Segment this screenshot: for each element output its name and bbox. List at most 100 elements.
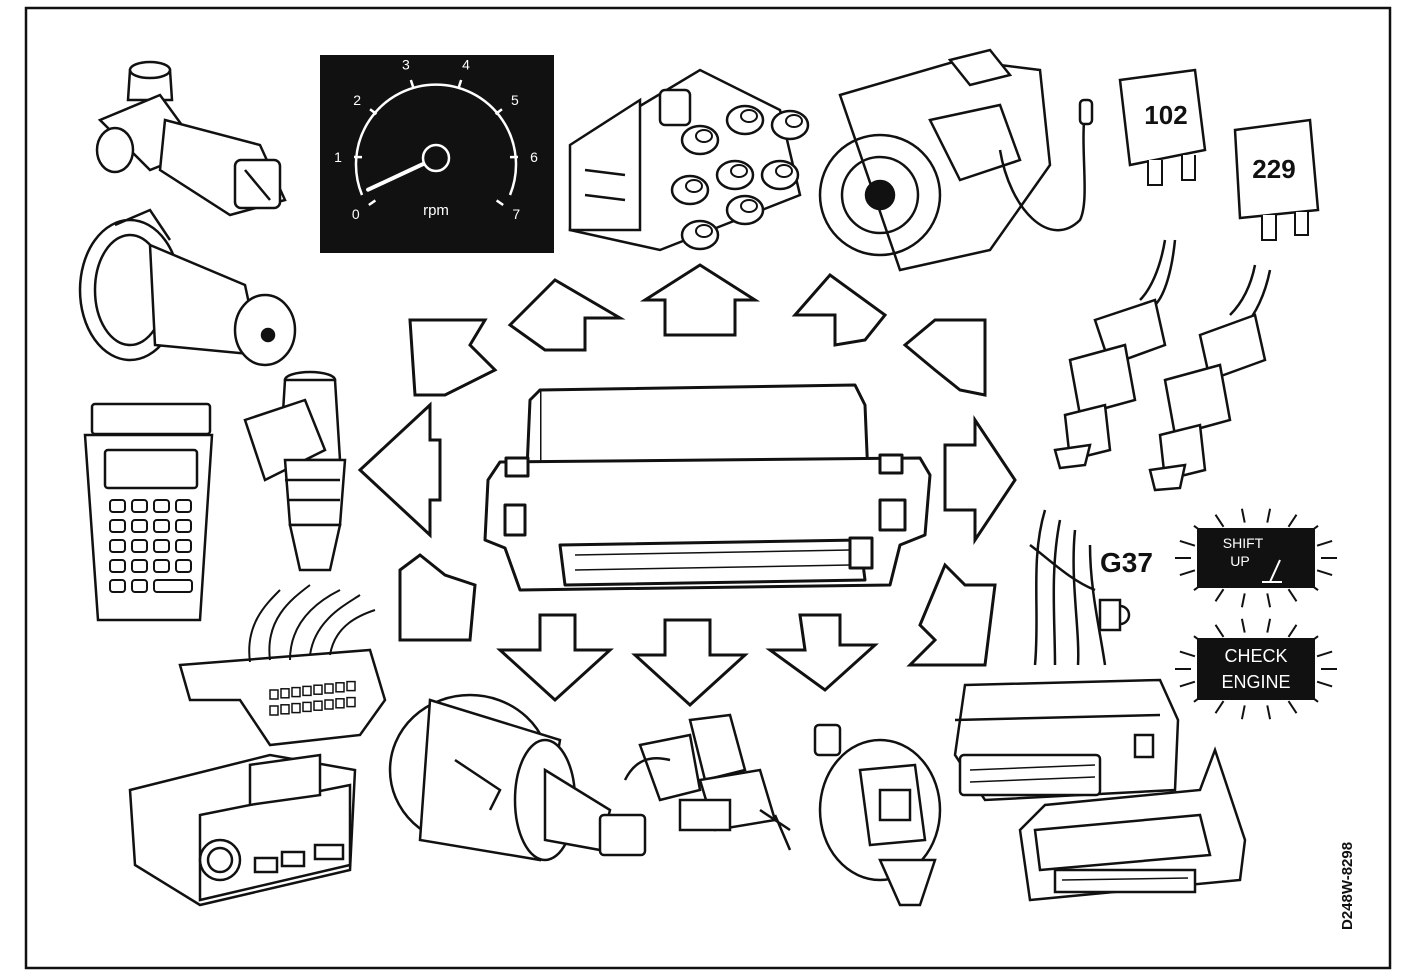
scan-tool-key (153, 519, 170, 533)
scan-tool-key (175, 539, 192, 553)
coil-tower-terminal (695, 129, 713, 143)
idle-air-control-valve (95, 60, 287, 217)
ignition-coil-pack (568, 68, 810, 252)
tachometer-tick-mark (368, 199, 377, 207)
figure-code: D248W-8298 (1339, 842, 1356, 930)
lamp-ray (1240, 593, 1246, 608)
tachometer-tick-mark (494, 108, 503, 116)
lamp-ray (1214, 624, 1225, 638)
dlc-pin (280, 704, 290, 715)
g37-ground-connector (1029, 509, 1131, 666)
arrow-right (943, 415, 1017, 545)
scan-tool-key (131, 579, 148, 593)
tachometer-tick-label: 6 (530, 149, 538, 165)
dlc-pin (335, 682, 345, 693)
scan-tool-key (175, 499, 192, 513)
shift-up-lamp-line1: SHIFT (1223, 535, 1264, 551)
abs-control-module (1018, 746, 1247, 902)
scan-tool-enter-key (153, 579, 193, 593)
dlc-pin (291, 686, 301, 698)
lamp-ray (1316, 539, 1333, 547)
arrow-down-left (496, 613, 614, 703)
lamp-ray (1179, 539, 1196, 547)
dlc-pin (313, 700, 323, 711)
scan-tool-key (153, 539, 170, 553)
lamp-ray (1316, 569, 1333, 577)
lamp-ray (1179, 680, 1196, 688)
scan-tool-key (153, 499, 170, 513)
tachometer-tick-label: 7 (512, 206, 520, 222)
tachometer-hub (421, 143, 451, 173)
arrow-down-right (765, 613, 879, 692)
tachometer-tick-mark (409, 79, 415, 88)
lamp-ray (1316, 680, 1333, 688)
scan-tool-key (131, 559, 148, 573)
arrow-left (357, 401, 442, 539)
gear-lever-icon (1262, 559, 1282, 583)
shift-up-lamp-line2: UP (1230, 553, 1249, 569)
crankshaft-position-sensor (623, 713, 792, 851)
tachometer-tick-mark (369, 108, 378, 116)
tachometer-tick-mark (457, 79, 463, 88)
check-engine-lamp-rays (1175, 618, 1337, 720)
lamp-ray (1240, 705, 1246, 720)
dlc-pin (269, 705, 279, 716)
evap-canister-valve (78, 208, 297, 367)
arrow-upper-right (902, 318, 987, 397)
lamp-ray (1287, 624, 1298, 638)
check-engine-lamp: CHECK ENGINE (1175, 618, 1337, 720)
lamp-ray (1287, 588, 1298, 602)
scan-tool-key (131, 539, 148, 553)
dlc-pin (346, 680, 356, 692)
arrow-down (631, 618, 749, 708)
tachometer-tick-label: 0 (352, 206, 360, 222)
lamp-ray (1287, 514, 1298, 528)
lamp-ray (1266, 705, 1272, 720)
g37-label: G37 (1100, 547, 1153, 578)
arrow-up-right-engine (791, 272, 888, 347)
knock-sensor-engine-block (818, 48, 1094, 272)
scan-tool-key (175, 559, 192, 573)
check-engine-lamp-line2: ENGINE (1221, 672, 1290, 692)
scan-tool-key (109, 539, 126, 553)
radio-unit (128, 753, 357, 907)
dlc-pin (324, 683, 334, 694)
scan-tool-key (131, 499, 148, 513)
lamp-ray (1266, 618, 1272, 633)
relay-102-label: 102 (1144, 100, 1187, 130)
dlc-pin (335, 698, 345, 709)
signal-arrows (357, 263, 1017, 708)
lamp-ray (1266, 508, 1272, 523)
lamp-ray (1316, 650, 1333, 658)
lamp-ray (1287, 700, 1298, 714)
relay-229: 229 (1233, 118, 1320, 241)
tachometer-tick-label: 5 (511, 92, 519, 108)
dlc-pin (302, 701, 312, 713)
scan-tool-key (109, 499, 126, 513)
lamp-ray (1214, 700, 1225, 714)
oxygen-sensor-rear (1148, 264, 1272, 492)
oxygen-sensor-front (1053, 239, 1177, 470)
scan-tool-key (175, 519, 192, 533)
lamp-ray (1214, 588, 1225, 602)
check-engine-lamp-line1: CHECK (1224, 646, 1287, 666)
data-link-connector-pins (269, 680, 356, 716)
arrow-up-left-tachometer (507, 278, 626, 352)
dlc-pin (302, 685, 312, 697)
dlc-pin (324, 699, 334, 710)
coil-tower-terminal (685, 179, 703, 193)
lamp-ray (1240, 508, 1246, 523)
tachometer-tick-label: 2 (353, 92, 361, 108)
tachometer-tick-label: 4 (462, 57, 470, 73)
dlc-pin (291, 702, 301, 714)
coil-tower-terminal (775, 164, 793, 178)
coil-towers (670, 104, 810, 251)
dlc-pin (280, 688, 290, 699)
relay-102: 102 (1118, 68, 1207, 186)
scan-tool-key (109, 579, 126, 593)
coil-tower-terminal (730, 164, 748, 178)
scan-tool-key (109, 559, 126, 573)
lamp-ray (1214, 514, 1225, 528)
scan-tool-key (131, 519, 148, 533)
